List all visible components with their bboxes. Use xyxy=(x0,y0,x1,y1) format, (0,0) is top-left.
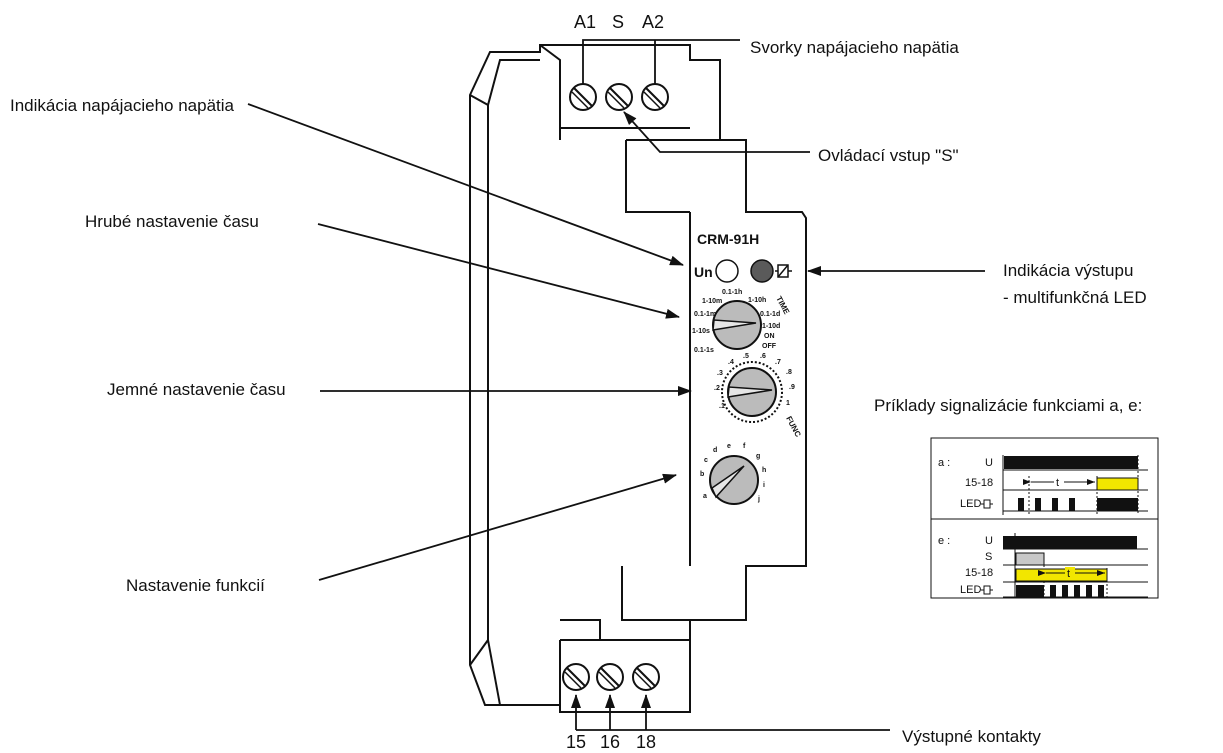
label-supply-indication: Indikácia napájacieho napätia xyxy=(10,96,235,115)
timing-e-row-led: LED xyxy=(960,584,981,596)
timing-e-s-bar xyxy=(1015,552,1045,566)
timing-a-row-led: LED xyxy=(960,498,981,510)
un-label: Un xyxy=(694,264,713,280)
timing-e-led-icon xyxy=(981,585,993,595)
timing-a-row-1518: 15-18 xyxy=(965,477,993,489)
fine-scale-5: .6 xyxy=(760,353,766,360)
screw-s[interactable] xyxy=(605,83,633,111)
label-supply-terminals: Svorky napájacieho napätia xyxy=(750,38,959,57)
label-examples-title: Príklady signalizácie funkciami a, e: xyxy=(874,396,1142,415)
terminal-label-15: 15 xyxy=(566,732,586,752)
fine-scale-1: .2 xyxy=(714,385,720,392)
time-range-knob[interactable] xyxy=(712,300,762,350)
screw-a2[interactable] xyxy=(641,83,669,111)
func-9: j xyxy=(757,496,760,503)
callout-lines xyxy=(247,39,985,731)
screw-18[interactable] xyxy=(632,663,660,691)
label-control-input: Ovládací vstup "S" xyxy=(818,146,959,165)
fine-scale-2: .3 xyxy=(717,370,723,377)
terminal-label-a1: A1 xyxy=(574,12,596,32)
fine-scale-6: .7 xyxy=(775,359,781,366)
timing-diagram: a : U 15-18 LED t e xyxy=(930,437,1159,599)
timing-e-row-1518: 15-18 xyxy=(965,567,993,579)
fine-scale-9: 1 xyxy=(786,400,790,407)
func-4: e xyxy=(727,443,731,450)
top-terminal-block xyxy=(569,83,669,111)
screw-a1[interactable] xyxy=(569,83,597,111)
timing-a-relay-bar xyxy=(1096,477,1139,491)
timing-a-tag: a : xyxy=(938,457,950,469)
timing-e-u-bar xyxy=(1003,536,1137,549)
terminal-label-s: S xyxy=(612,12,624,32)
func-1: b xyxy=(700,471,704,478)
time-range-3: 1-10m xyxy=(702,298,722,305)
timing-a-row-u: U xyxy=(985,457,993,469)
fine-scale-7: .8 xyxy=(786,369,792,376)
relay-housing xyxy=(469,44,807,713)
timing-e-t-label: t xyxy=(1067,568,1070,580)
fine-scale-8: .9 xyxy=(789,384,795,391)
screw-15[interactable] xyxy=(562,663,590,691)
time-range-8: ON xyxy=(764,333,775,340)
label-function-setting: Nastavenie funkcií xyxy=(126,576,265,595)
func-7: h xyxy=(762,467,766,474)
label-fine-time: Jemné nastavenie času xyxy=(107,380,286,399)
timing-a-t-label: t xyxy=(1056,477,1059,489)
func-3: d xyxy=(713,447,717,454)
func-0: a xyxy=(703,493,707,500)
model-label: CRM-91H xyxy=(697,231,759,247)
function-knob[interactable] xyxy=(709,455,759,505)
func-5: f xyxy=(743,443,746,450)
relay-icon xyxy=(775,264,792,278)
terminal-label-a2: A2 xyxy=(642,12,664,32)
func-2: c xyxy=(704,457,708,464)
timing-e-relay-bar xyxy=(1015,568,1108,582)
timing-e-row-s: S xyxy=(985,551,992,563)
time-range-2: 0.1-1m xyxy=(694,311,716,318)
timing-e-tag: e : xyxy=(938,535,950,547)
func-8: i xyxy=(763,482,765,489)
fine-scale-3: .4 xyxy=(728,359,734,366)
terminal-label-16: 16 xyxy=(600,732,620,752)
screw-16[interactable] xyxy=(596,663,624,691)
fine-scale-0: .1 xyxy=(719,403,725,410)
func-6: g xyxy=(756,453,760,460)
time-range-7: 1-10d xyxy=(762,323,780,330)
bottom-terminal-block xyxy=(562,663,660,691)
timing-e-row-u: U xyxy=(985,535,993,547)
time-range-1: 1-10s xyxy=(692,328,710,335)
time-range-4: 0.1-1h xyxy=(722,289,742,296)
timing-a-led-icon xyxy=(981,499,993,509)
terminal-label-18: 18 xyxy=(636,732,656,752)
time-range-0: 0.1-1s xyxy=(694,347,714,354)
fine-scale-4: .5 xyxy=(743,353,749,360)
supply-led xyxy=(715,259,739,283)
time-range-5: 1-10h xyxy=(748,297,766,304)
label-output-contacts: Výstupné kontakty xyxy=(902,727,1041,746)
timing-a-led-pulses xyxy=(1018,498,1138,511)
label-output-indication-2: - multifunkčná LED xyxy=(1003,288,1147,307)
timing-e-led-pulses xyxy=(1016,585,1104,597)
label-output-indication-1: Indikácia výstupu xyxy=(1003,261,1133,280)
time-range-9: OFF xyxy=(762,343,777,350)
output-led xyxy=(750,259,774,283)
timing-a-u-bar xyxy=(1004,456,1138,469)
label-coarse-time: Hrubé nastavenie času xyxy=(85,212,259,231)
fine-time-knob[interactable] xyxy=(721,361,783,423)
time-range-6: 0.1-1d xyxy=(760,311,780,318)
